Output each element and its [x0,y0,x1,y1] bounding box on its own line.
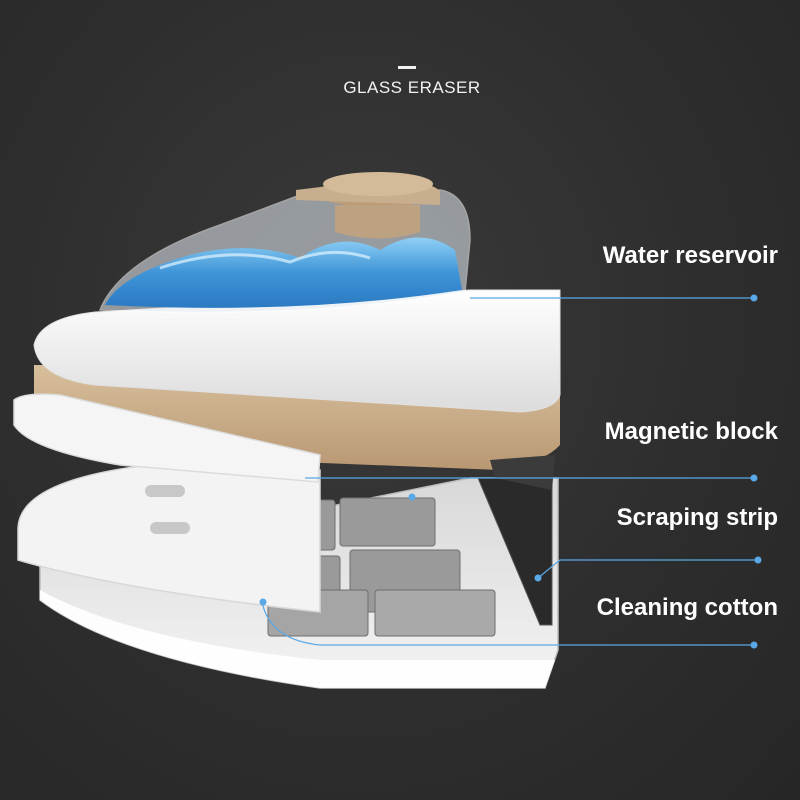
leader-dots [259,294,762,649]
callout-water-reservoir: Water reservoir [602,242,778,269]
leader-line-cleaning-cotton [261,601,752,646]
reservoir-cap [296,172,440,239]
water [105,237,462,308]
page-title: GLASS ERASER [343,78,481,97]
lower-cleaning-pad [17,464,321,613]
leader-line-scraping-strip [537,559,758,579]
title-accent-bar [398,66,416,69]
upper-cleaning-pad [13,393,321,483]
leader-lines [261,297,758,646]
upper-shell [33,289,561,413]
callout-scraping-strip: Scraping strip [616,504,778,531]
callout-cleaning-cotton: Cleaning cotton [596,594,778,621]
callout-magnetic-block: Magnetic block [604,418,778,445]
